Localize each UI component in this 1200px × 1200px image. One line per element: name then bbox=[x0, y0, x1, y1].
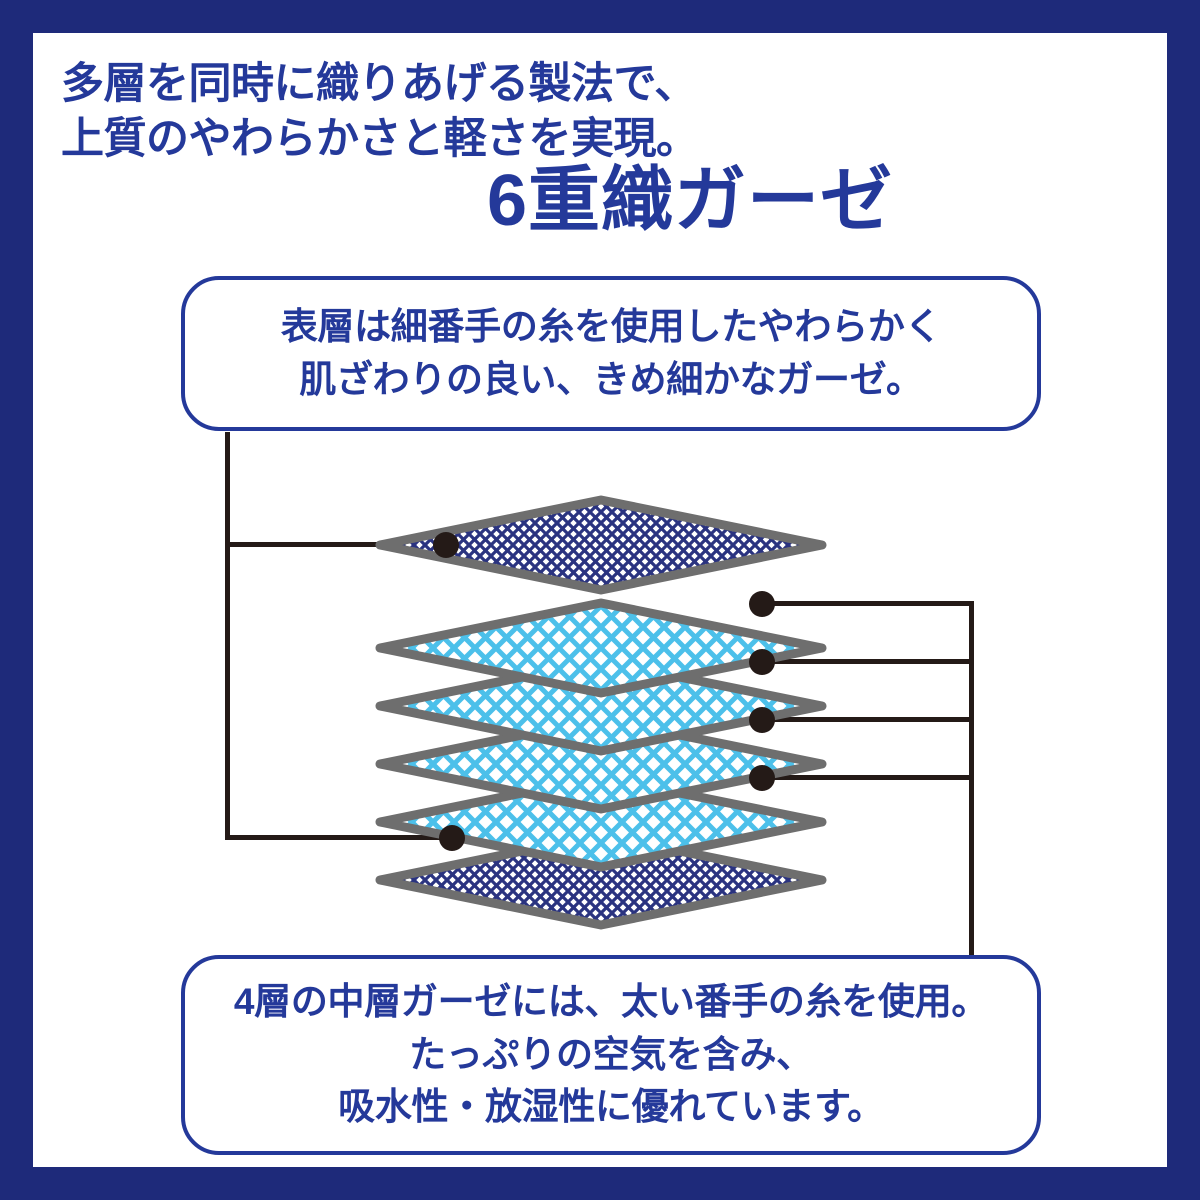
callout-bottom-text: 4層の中層ガーゼには、太い番手の糸を使用。 たっぷりの空気を含み、 吸水性・放湿… bbox=[233, 981, 989, 1128]
leader-left-spine bbox=[225, 432, 230, 840]
gauze-layer-4 bbox=[380, 719, 822, 809]
page-canvas: 多層を同時に織りあげる製法で、 上質のやわらかさと軽さを実現。 6重織ガーゼ bbox=[33, 33, 1167, 1167]
callout-bottom: 4層の中層ガーゼには、太い番手の糸を使用。 たっぷりの空気を含み、 吸水性・放湿… bbox=[181, 955, 1041, 1155]
callout-top-text: 表層は細番手の糸を使用したやわらかく 肌ざわりの良い、きめ細かなガーゼ。 bbox=[280, 305, 942, 400]
callout-top: 表層は細番手の糸を使用したやわらかく 肌ざわりの良い、きめ細かなガーゼ。 bbox=[181, 276, 1041, 431]
lede-text: 多層を同時に織りあげる製法で、 上質のやわらかさと軽さを実現。 bbox=[61, 60, 699, 164]
gauze-layer-5 bbox=[380, 777, 822, 867]
leader-right-branch-1 bbox=[761, 601, 974, 606]
gauze-layer-2 bbox=[380, 603, 822, 693]
leader-dot-layer-3 bbox=[749, 649, 775, 675]
leader-dot-layer-5 bbox=[749, 765, 775, 791]
leader-right-branch-3 bbox=[761, 717, 974, 722]
leader-right-branch-2 bbox=[761, 659, 974, 664]
leader-left-branch-bottom bbox=[225, 835, 453, 840]
page-title: 6重織ガーゼ bbox=[486, 161, 893, 241]
leader-left-branch-top bbox=[225, 542, 447, 547]
leader-dot-layer-6 bbox=[439, 825, 465, 851]
leader-dot-layer-1 bbox=[433, 532, 459, 558]
gauze-layer-3 bbox=[380, 661, 822, 751]
leader-dot-layer-4 bbox=[749, 707, 775, 733]
leader-dot-layer-2 bbox=[749, 591, 775, 617]
leader-right-branch-4 bbox=[761, 775, 974, 780]
